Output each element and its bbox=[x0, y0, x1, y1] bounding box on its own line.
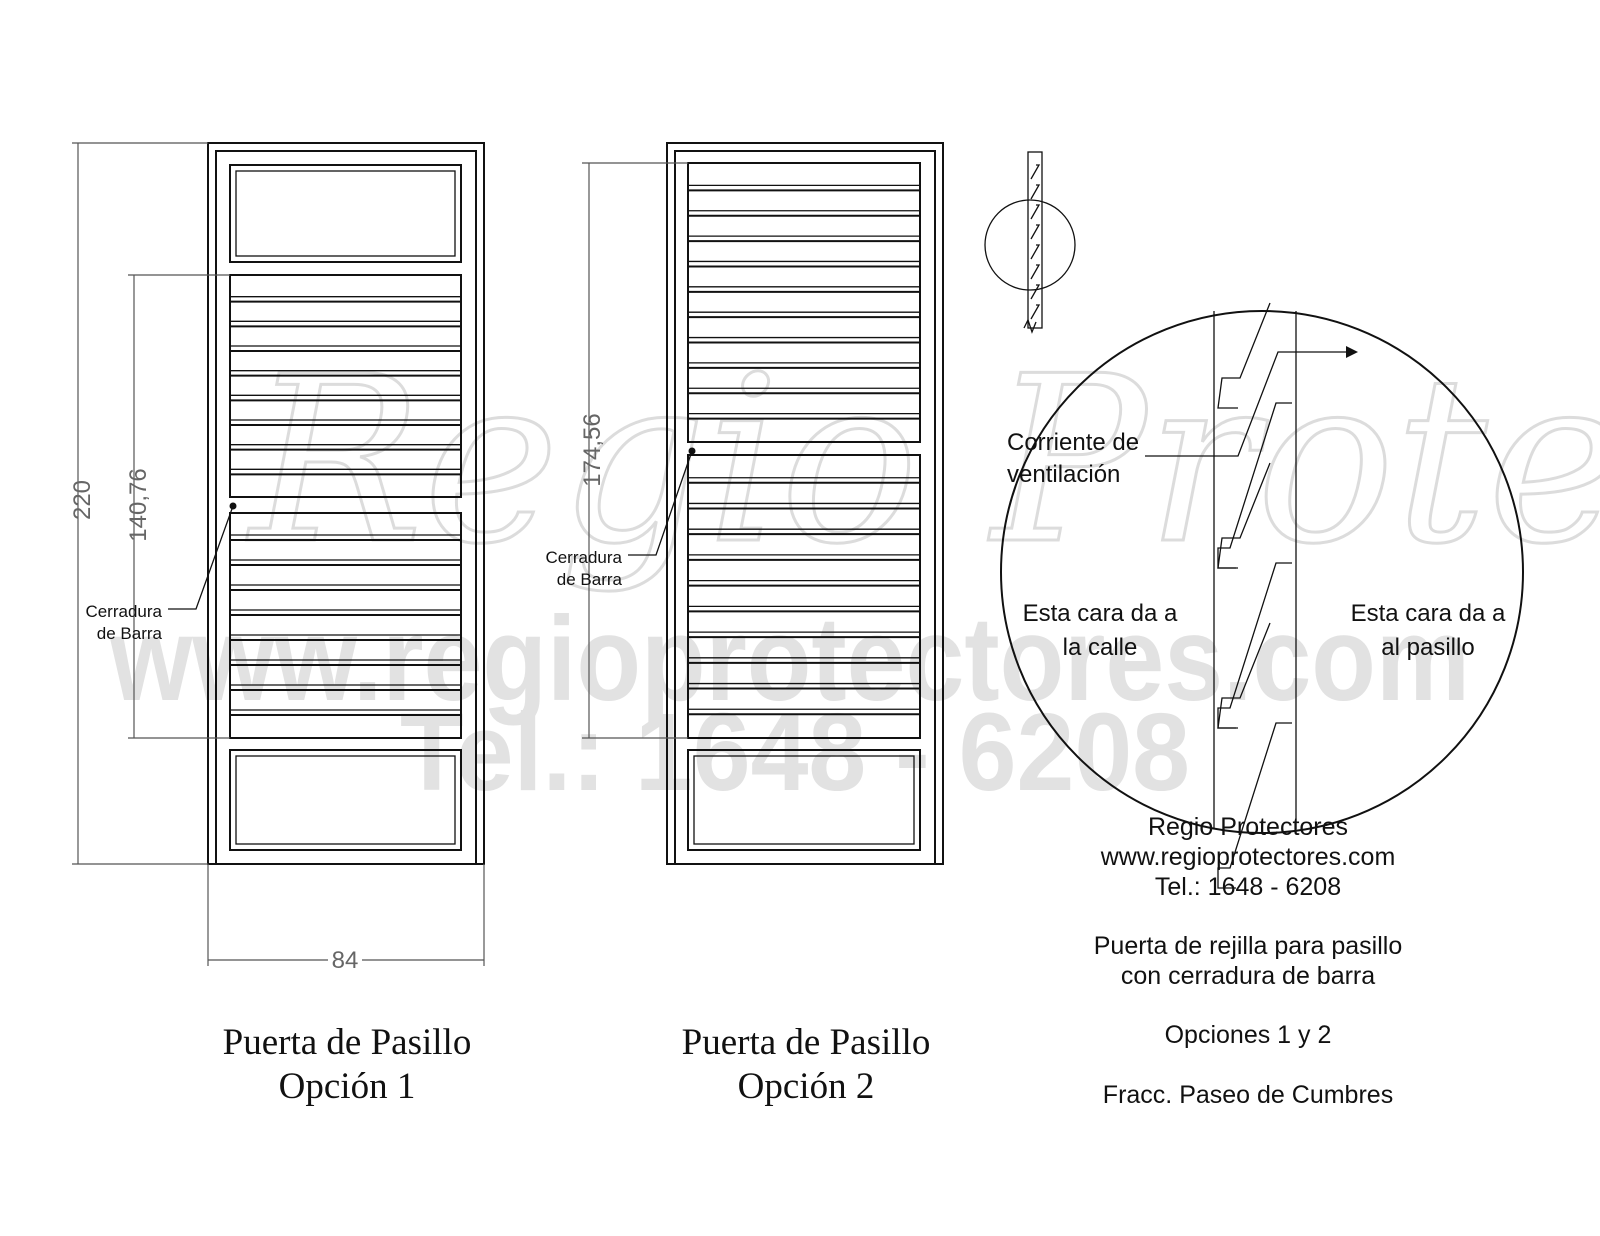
hall-face-label-1: Esta cara da a bbox=[1351, 600, 1506, 627]
profile-slat bbox=[1030, 264, 1041, 280]
title-block: Regio Protectores www.regioprotectores.c… bbox=[1094, 813, 1403, 1109]
profile-slat bbox=[1030, 244, 1041, 260]
company-phone: Tel.: 1648 - 6208 bbox=[1155, 873, 1341, 901]
door1-dim-height-total: 220 bbox=[69, 142, 208, 865]
profile-slat bbox=[1030, 284, 1041, 300]
airflow-arrow bbox=[1145, 346, 1358, 457]
door1-subtitle: Opción 1 bbox=[279, 1066, 416, 1107]
door2-lock-label-1: Cerradura bbox=[545, 548, 622, 567]
profile-slat bbox=[1030, 184, 1041, 200]
profile-slat bbox=[1030, 224, 1041, 240]
dim-17456-label: 174,56 bbox=[579, 413, 606, 486]
door2-title: Puerta de Pasillo bbox=[682, 1022, 931, 1063]
door1-bottom-panel bbox=[229, 749, 462, 851]
door2-lock-label-2: de Barra bbox=[557, 570, 623, 589]
door2-leaf bbox=[674, 150, 936, 865]
section-detail: Corriente de ventilación Esta cara da a … bbox=[984, 151, 1524, 889]
watermark-script: Regio Protectores bbox=[246, 328, 1600, 595]
door1-dim-height-louver: 140,76 bbox=[125, 274, 230, 739]
small-section-profile bbox=[984, 151, 1076, 334]
door1-louver-lower bbox=[229, 512, 462, 739]
z-profile-slat bbox=[1217, 622, 1292, 889]
door2-bottom-panel bbox=[687, 749, 921, 851]
door1-lock-callout: Cerradura de Barra bbox=[85, 502, 237, 643]
door1-title: Puerta de Pasillo bbox=[223, 1022, 472, 1063]
company-name: Regio Protectores bbox=[1148, 813, 1348, 841]
door1-bottom-panel-inner bbox=[235, 755, 456, 845]
profile-slat bbox=[1030, 204, 1041, 220]
detail-marker-circle bbox=[984, 199, 1076, 291]
door1-lock-label-1: Cerradura bbox=[85, 602, 162, 621]
door1-dim-width: 84 bbox=[207, 864, 485, 974]
location-label: Fracc. Paseo de Cumbres bbox=[1103, 1081, 1393, 1109]
hall-face-label-2: al pasillo bbox=[1381, 634, 1474, 661]
watermark-phone: Tel.: 1648 - 6208 bbox=[400, 691, 1190, 814]
dim-14076-label: 140,76 bbox=[125, 468, 152, 541]
door1-slats-upper bbox=[230, 296, 461, 476]
door1-top-panel-inner bbox=[235, 170, 456, 257]
door-option-2: 174,56 Cerradura de Barra Puerta de Pasi… bbox=[545, 142, 944, 1107]
door2-slats-lower bbox=[688, 477, 920, 716]
description-line-2: con cerradura de barra bbox=[1121, 962, 1375, 990]
door1-lock-label-2: de Barra bbox=[97, 624, 163, 643]
options-label: Opciones 1 y 2 bbox=[1165, 1021, 1332, 1049]
dim-220-label: 220 bbox=[69, 480, 96, 520]
magnified-slats bbox=[1217, 302, 1292, 889]
street-face-label-1: Esta cara da a bbox=[1023, 600, 1178, 627]
description-line-1: Puerta de rejilla para pasillo bbox=[1094, 932, 1403, 960]
profile-slat bbox=[1030, 304, 1041, 320]
magnified-circle bbox=[1000, 310, 1524, 834]
door2-subtitle: Opción 2 bbox=[738, 1066, 875, 1107]
door2-louver-lower bbox=[687, 454, 921, 739]
door-option-1: 220 140,76 84 Cerradura de Barra Puerta … bbox=[69, 142, 485, 1107]
door2-dim-height-louver: 174,56 bbox=[579, 162, 688, 739]
door2-slats-upper bbox=[688, 184, 920, 420]
airflow-label-1: Corriente de bbox=[1007, 429, 1139, 456]
door2-louver-upper bbox=[687, 162, 921, 443]
company-website: www.regioprotectores.com bbox=[1100, 843, 1396, 871]
door1-leaf bbox=[215, 150, 477, 865]
door1-slats-lower bbox=[230, 534, 461, 716]
door1-top-panel bbox=[229, 164, 462, 263]
door2-lock-callout: Cerradura de Barra bbox=[545, 447, 696, 589]
airflow-label-2: ventilación bbox=[1007, 461, 1120, 488]
door1-louver-upper bbox=[229, 274, 462, 498]
magnified-detail: Corriente de ventilación Esta cara da a … bbox=[1000, 302, 1524, 889]
profile-slat bbox=[1030, 164, 1041, 180]
street-face-label-2: la calle bbox=[1063, 634, 1138, 661]
door2-bottom-panel-inner bbox=[693, 755, 915, 845]
dim-84-label: 84 bbox=[332, 947, 359, 974]
